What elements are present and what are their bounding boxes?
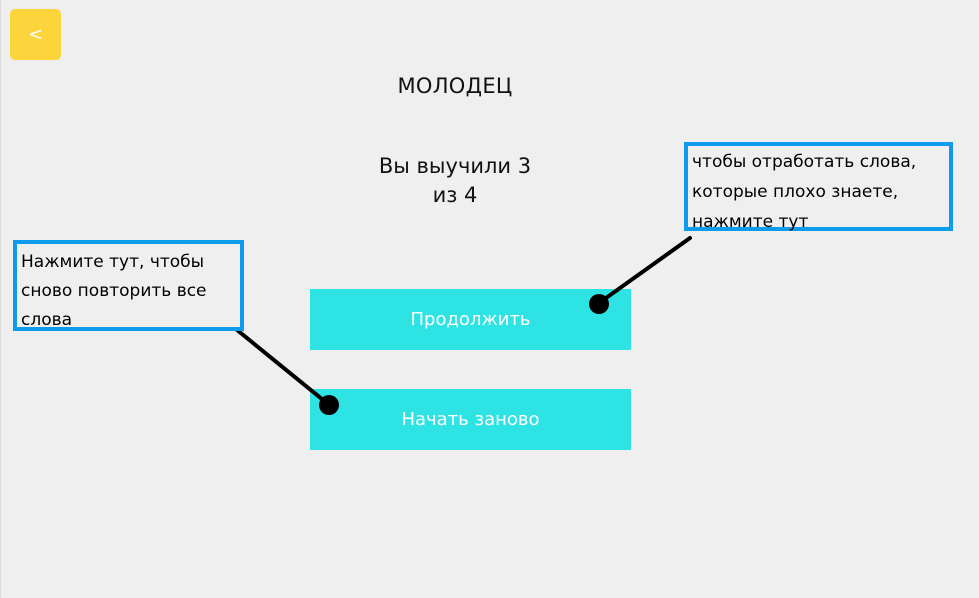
result-line-1: Вы выучили 3 xyxy=(378,154,532,178)
continue-hint-callout: чтобы отработать слова, которые плохо зн… xyxy=(684,142,953,232)
back-button[interactable]: < xyxy=(10,9,61,60)
restart-button[interactable]: Начать заново xyxy=(310,389,631,450)
page-title: МОЛОДЕЦ xyxy=(397,74,513,98)
continue-hint-line-3: нажмите тут xyxy=(692,212,809,232)
restart-hint-line-1: Нажмите тут, чтобы xyxy=(21,252,205,272)
result-summary: Вы выучили 3 из 4 xyxy=(330,152,580,210)
restart-hint-callout: Нажмите тут, чтобы сново повторить все с… xyxy=(13,240,244,331)
restart-button-label: Начать заново xyxy=(401,409,540,430)
continue-hint-line-1: чтобы отработать слова, xyxy=(692,152,917,172)
window-edge xyxy=(0,0,1,598)
continue-button-label: Продолжить xyxy=(410,309,531,330)
restart-hint-line-3: слова xyxy=(21,310,73,330)
continue-button[interactable]: Продолжить xyxy=(310,289,631,350)
continue-hint-line-2: которые плохо знаете, xyxy=(692,182,899,202)
chevron-left-icon: < xyxy=(27,24,44,45)
restart-hint-line-2: сново повторить все xyxy=(21,281,207,301)
result-line-2: из 4 xyxy=(432,183,478,207)
